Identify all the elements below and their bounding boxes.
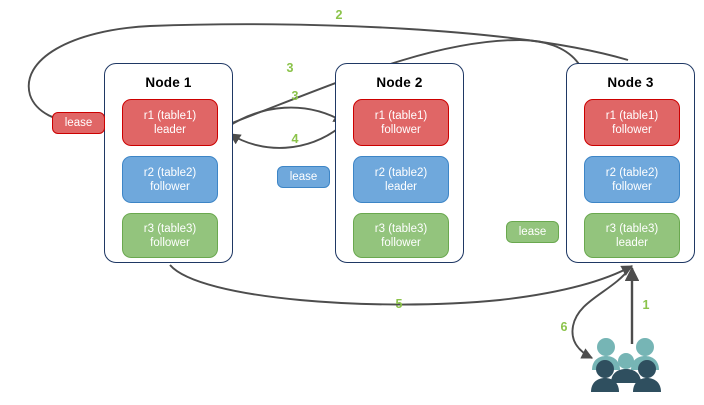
- edge-6-path: [571, 267, 631, 359]
- edge-label-3-lower: 3: [291, 89, 299, 103]
- node-container-node3[interactable]: Node 3 r1 (table1) follower r2 (table2) …: [566, 63, 695, 263]
- replica-label-line2: follower: [150, 180, 190, 193]
- replica-node3-r3[interactable]: r3 (table3) leader: [584, 213, 680, 258]
- replica-label-line2: follower: [612, 123, 652, 136]
- replica-label-line2: leader: [616, 236, 648, 249]
- replica-label-line2: follower: [612, 180, 652, 193]
- edge-label-5: 5: [395, 297, 403, 311]
- replica-label-line1: r2 (table2): [605, 166, 659, 179]
- replica-node3-r1[interactable]: r1 (table1) follower: [584, 99, 680, 146]
- replica-label-line2: leader: [385, 180, 417, 193]
- lease-label: lease: [64, 117, 93, 129]
- replica-node2-r3[interactable]: r3 (table3) follower: [353, 213, 449, 258]
- replica-node1-r3[interactable]: r3 (table3) follower: [122, 213, 218, 258]
- replica-label-line1: r2 (table2): [143, 166, 197, 179]
- replica-label-line1: r3 (table3): [374, 222, 428, 235]
- replica-node2-r2[interactable]: r2 (table2) leader: [353, 156, 449, 203]
- edge-3-lower-path: [225, 106, 345, 129]
- node-title-node2: Node 2: [376, 75, 423, 90]
- replica-label-line1: r1 (table1): [605, 109, 659, 122]
- replica-label-line2: follower: [150, 236, 190, 249]
- replica-node2-r1[interactable]: r1 (table1) follower: [353, 99, 449, 146]
- replica-label-line1: r2 (table2): [374, 166, 428, 179]
- edge-5-path: [169, 264, 634, 306]
- edge-2-path: [27, 23, 629, 129]
- node-container-node1[interactable]: Node 1 r1 (table1) leader r2 (table2) fo…: [104, 63, 233, 263]
- node-title-node1: Node 1: [145, 75, 192, 90]
- users-group-icon: [591, 338, 661, 392]
- edge-label-6: 6: [560, 320, 568, 334]
- replica-node1-r2[interactable]: r2 (table2) follower: [122, 156, 218, 203]
- lease-token-red[interactable]: lease: [52, 112, 105, 134]
- edge-label-4: 4: [291, 132, 299, 146]
- node-title-node3: Node 3: [607, 75, 654, 90]
- replica-node3-r2[interactable]: r2 (table2) follower: [584, 156, 680, 203]
- edge-label-2: 2: [335, 8, 343, 22]
- lease-label: lease: [518, 226, 547, 238]
- replica-label-line1: r3 (table3): [605, 222, 659, 235]
- node-container-node2[interactable]: Node 2 r1 (table1) follower r2 (table2) …: [335, 63, 464, 263]
- replica-label-line2: follower: [381, 123, 421, 136]
- replica-label-line1: r3 (table3): [143, 222, 197, 235]
- edge-label-3-upper: 3: [286, 61, 294, 75]
- replica-label-line2: leader: [154, 123, 186, 136]
- lease-label: lease: [289, 171, 318, 183]
- replica-label-line2: follower: [381, 236, 421, 249]
- replica-label-line1: r1 (table1): [374, 109, 428, 122]
- edge-4-path: [229, 123, 345, 149]
- lease-token-green[interactable]: lease: [506, 221, 559, 243]
- replica-label-line1: r1 (table1): [143, 109, 197, 122]
- edge-label-1: 1: [642, 298, 650, 312]
- replica-node1-r1[interactable]: r1 (table1) leader: [122, 99, 218, 146]
- lease-token-blue[interactable]: lease: [277, 166, 330, 188]
